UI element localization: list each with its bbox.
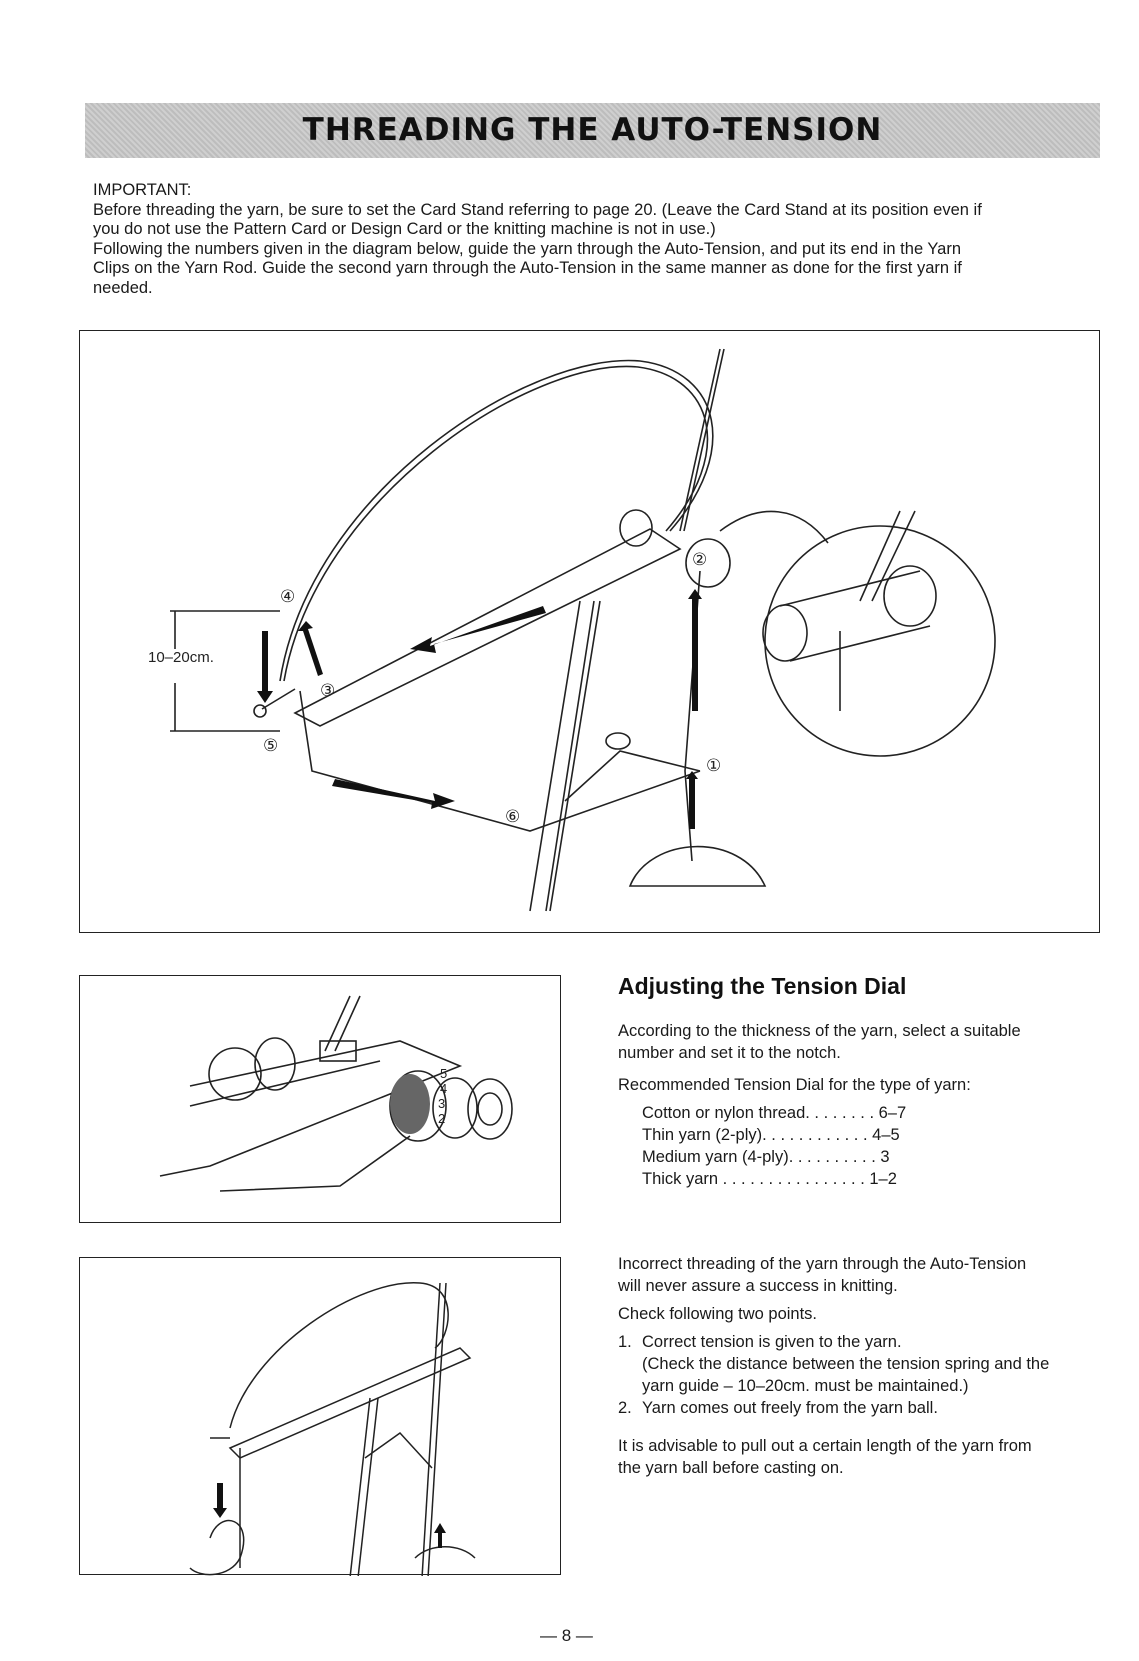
para-1-line-1: According to the thickness of the yarn, …: [618, 1022, 1021, 1040]
intro-line-4: Clips on the Yarn Rod. Guide the second …: [93, 259, 1103, 279]
page-title: THREADING THE AUTO-TENSION: [85, 112, 1100, 148]
tension-table: Cotton or nylon thread. . . . . . . . 6–…: [642, 1102, 1108, 1190]
check-points-label: Check following two points.: [618, 1303, 1108, 1325]
tension-row: Thin yarn (2-ply). . . . . . . . . . . .…: [642, 1124, 1108, 1146]
intro-line-1: Before threading the yarn, be sure to se…: [93, 201, 1103, 221]
adjusting-text: According to the thickness of the yarn, …: [618, 1020, 1108, 1190]
item-1-continuation-1: (Check the distance between the tension …: [618, 1353, 1108, 1375]
para-5-line-2: the yarn ball before casting on.: [618, 1459, 844, 1477]
intro-text: IMPORTANT: Before threading the yarn, be…: [93, 181, 1103, 298]
para-3-line-1: Incorrect threading of the yarn through …: [618, 1255, 1026, 1273]
intro-line-5: needed.: [93, 279, 1103, 299]
para-5-line-1: It is advisable to pull out a certain le…: [618, 1437, 1032, 1455]
tension-dial-figure: 5 4 3 2: [79, 975, 561, 1223]
step-5-marker: ⑤: [263, 736, 278, 756]
step-3-marker: ③: [320, 681, 335, 701]
important-label: IMPORTANT:: [93, 181, 1103, 201]
step-4-marker: ④: [280, 587, 295, 607]
section-heading: Adjusting the Tension Dial: [618, 973, 906, 1000]
incorrect-text: Incorrect threading of the yarn through …: [618, 1253, 1108, 1485]
tension-row: Cotton or nylon thread. . . . . . . . 6–…: [642, 1102, 1108, 1124]
step-2-marker: ②: [692, 550, 707, 570]
item-1-continuation-2: yarn guide – 10–20cm. must be maintained…: [618, 1375, 1108, 1397]
item-2-text: Yarn comes out freely from the yarn ball…: [642, 1399, 938, 1417]
tension-row: Medium yarn (4-ply). . . . . . . . . . 3: [642, 1146, 1108, 1168]
threading-diagram: 10–20cm. ④ ③ ⑤ ⑥ ② ①: [79, 330, 1100, 933]
intro-line-3: Following the numbers given in the diagr…: [93, 240, 1103, 260]
pull-yarn-figure: [79, 1257, 561, 1575]
dial-number-2: 2: [438, 1111, 445, 1126]
item-1-number: 1.: [618, 1331, 642, 1353]
tension-row: Thick yarn . . . . . . . . . . . . . . .…: [642, 1168, 1108, 1190]
item-2-number: 2.: [618, 1397, 642, 1419]
intro-line-2: you do not use the Pattern Card or Desig…: [93, 220, 1103, 240]
title-banner: THREADING THE AUTO-TENSION: [85, 103, 1100, 158]
page-number: — 8 —: [540, 1626, 593, 1646]
list-item: 2.Yarn comes out freely from the yarn ba…: [618, 1397, 1108, 1419]
tension-dial-illustration: [80, 976, 562, 1224]
check-list: 1.Correct tension is given to the yarn. …: [618, 1331, 1108, 1419]
recommended-intro: Recommended Tension Dial for the type of…: [618, 1074, 1108, 1096]
threading-illustration: [80, 331, 1101, 934]
pull-yarn-illustration: [80, 1258, 562, 1576]
item-1-text: Correct tension is given to the yarn.: [642, 1333, 902, 1351]
list-item: 1.Correct tension is given to the yarn.: [618, 1331, 1108, 1353]
dial-number-3: 3: [438, 1096, 445, 1111]
para-3-line-2: will never assure a success in knitting.: [618, 1277, 898, 1295]
distance-label: 10–20cm.: [148, 649, 214, 666]
step-6-marker: ⑥: [505, 807, 520, 827]
step-1-marker: ①: [706, 756, 721, 776]
para-1-line-2: number and set it to the notch.: [618, 1044, 841, 1062]
dial-number-5: 5: [440, 1066, 447, 1081]
dial-number-4: 4: [440, 1081, 447, 1096]
